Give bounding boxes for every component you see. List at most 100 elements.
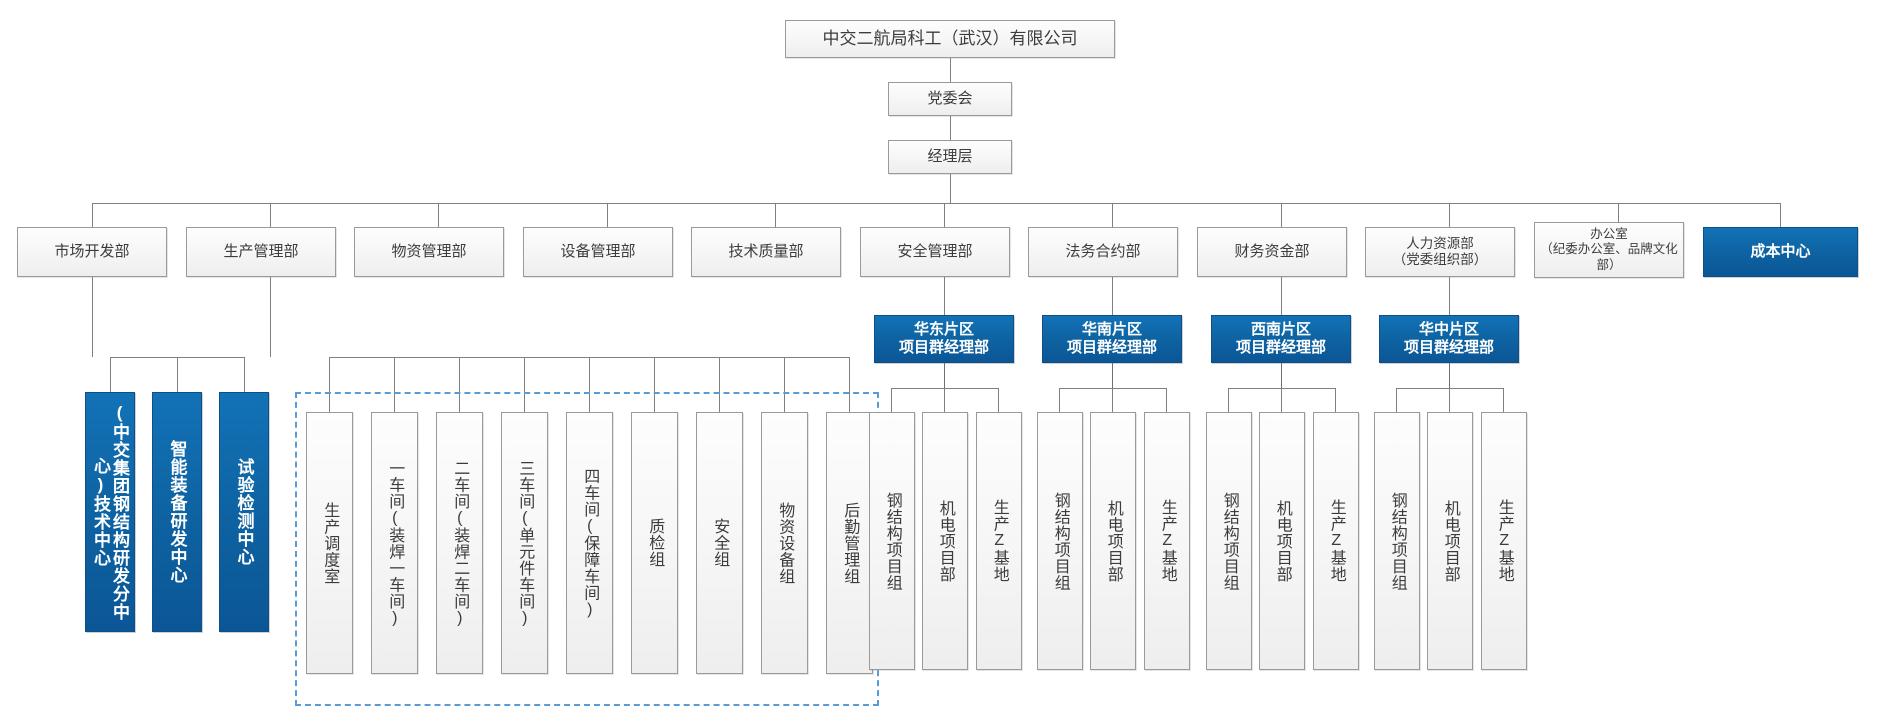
connector-finance-down-to-region3: [1281, 277, 1282, 315]
node-region2-production-z-base[interactable]: 生产Z基地: [1144, 412, 1190, 670]
node-management-layer[interactable]: 经理层: [888, 140, 1012, 174]
node-label: 智能装备研发中心: [167, 440, 187, 584]
node-region1-electromechanical-project-dept[interactable]: 机电项目部: [922, 412, 968, 670]
node-label: 生产Z基地: [990, 499, 1008, 583]
node-dept-materials-management[interactable]: 物资管理部: [354, 227, 504, 277]
dept-stub: [1112, 203, 1113, 227]
node-label: 一车间(装焊一车间): [386, 459, 404, 627]
dept-stub: [1449, 203, 1450, 227]
node-workshop-1[interactable]: 一车间(装焊一车间): [371, 412, 418, 674]
node-label: 安全组: [711, 518, 729, 568]
node-dept-market-development[interactable]: 市场开发部: [17, 227, 167, 277]
node-label: 钢结构项目组: [1388, 491, 1406, 591]
node-label: 经理层: [927, 147, 973, 165]
node-region1-steel-structure-project-team[interactable]: 钢结构项目组: [869, 412, 915, 670]
node-region4-steel-structure-project-team[interactable]: 钢结构项目组: [1374, 412, 1420, 670]
node-safety-team[interactable]: 安全组: [696, 412, 743, 674]
dept-stub: [438, 203, 439, 227]
node-tech-center-smart-equipment-rd[interactable]: 智能装备研发中心: [152, 392, 202, 632]
connector-hr-down-to-region4: [1449, 277, 1450, 315]
node-region3-steel-structure-project-team[interactable]: 钢结构项目组: [1206, 412, 1252, 670]
node-label: 生产Z基地: [1327, 499, 1345, 583]
node-region4-production-z-base[interactable]: 生产Z基地: [1481, 412, 1527, 670]
node-region1-production-z-base[interactable]: 生产Z基地: [976, 412, 1022, 670]
node-materials-equipment-team[interactable]: 物资设备组: [761, 412, 808, 674]
node-dept-finance-funds[interactable]: 财务资金部: [1197, 227, 1347, 277]
node-workshop-3[interactable]: 三车间(单元件车间): [501, 412, 548, 674]
region2-drop: [1112, 363, 1113, 388]
dept-stub: [944, 203, 945, 227]
node-label: 党委会: [927, 89, 973, 107]
region3-stub: [1228, 388, 1229, 412]
workshop-stub: [394, 357, 395, 412]
node-dept-human-resources[interactable]: 人力资源部 （党委组织部）: [1365, 227, 1515, 277]
connector-legal-down-to-region2: [1112, 277, 1113, 315]
node-region2-steel-structure-project-team[interactable]: 钢结构项目组: [1037, 412, 1083, 670]
node-quality-inspection-team[interactable]: 质检组: [631, 412, 678, 674]
node-party-committee[interactable]: 党委会: [888, 82, 1012, 116]
node-region3-electromechanical-project-dept[interactable]: 机电项目部: [1259, 412, 1305, 670]
node-dept-cost-center[interactable]: 成本中心: [1703, 227, 1858, 277]
region4-stub: [1396, 388, 1397, 412]
node-workshop-4[interactable]: 四车间(保障车间): [566, 412, 613, 674]
workshop-stub: [849, 357, 850, 412]
node-dept-production-management[interactable]: 生产管理部: [186, 227, 336, 277]
dept-stub: [775, 203, 776, 227]
node-label: 西南片区 项目群经理部: [1235, 320, 1326, 356]
region2-stub: [1166, 388, 1167, 412]
connector-market-down: [92, 277, 93, 357]
tech-center-stub: [244, 357, 245, 392]
node-dept-office[interactable]: 办公室 （纪委办公室、品牌文化部）: [1534, 222, 1684, 278]
node-logistics-management-team[interactable]: 后勤管理组: [826, 412, 873, 674]
connector-root-to-party: [950, 58, 951, 82]
node-dept-legal-contract[interactable]: 法务合约部: [1028, 227, 1178, 277]
node-dept-safety-management[interactable]: 安全管理部: [860, 227, 1010, 277]
node-region3-production-z-base[interactable]: 生产Z基地: [1313, 412, 1359, 670]
node-workshop-2[interactable]: 二车间(装焊二车间): [436, 412, 483, 674]
node-region-southwest-china[interactable]: 西南片区 项目群经理部: [1211, 315, 1351, 363]
tech-center-stub: [110, 357, 111, 392]
workshop-stub: [329, 357, 330, 412]
node-region-south-china[interactable]: 华南片区 项目群经理部: [1042, 315, 1182, 363]
region2-stub: [1059, 388, 1060, 412]
node-label: 钢结构项目组: [1220, 491, 1238, 591]
connector-production-down: [270, 277, 271, 357]
node-production-dispatch-room[interactable]: 生产调度室: [306, 412, 353, 674]
node-dept-equipment-management[interactable]: 设备管理部: [523, 227, 673, 277]
node-label: 生产调度室: [321, 501, 339, 585]
node-label: 华东片区 项目群经理部: [898, 320, 989, 356]
workshop-stub: [589, 357, 590, 412]
region1-drop: [944, 363, 945, 388]
workshop-stub: [784, 357, 785, 412]
node-region-east-china[interactable]: 华东片区 项目群经理部: [874, 315, 1014, 363]
node-label: 华中片区 项目群经理部: [1403, 320, 1494, 356]
node-region2-electromechanical-project-dept[interactable]: 机电项目部: [1090, 412, 1136, 670]
node-label: 生产Z基地: [1158, 499, 1176, 583]
connector-safety-down-to-region1: [944, 277, 945, 315]
node-label: 三车间(单元件车间): [516, 459, 534, 627]
node-tech-center-testing[interactable]: 试验检测中心: [219, 392, 269, 632]
node-region-central-china[interactable]: 华中片区 项目群经理部: [1379, 315, 1519, 363]
node-label: 财务资金部: [1234, 242, 1310, 260]
node-label: 物资管理部: [391, 242, 467, 260]
node-label: 机电项目部: [1441, 499, 1459, 583]
node-label: 成本中心: [1750, 242, 1811, 260]
node-dept-technical-quality[interactable]: 技术质量部: [691, 227, 841, 277]
region3-stub: [1281, 388, 1282, 412]
node-label: 机电项目部: [936, 499, 954, 583]
node-tech-center-steel-structure-rd[interactable]: (中交集团钢结构研发分中心)技术中心: [85, 392, 135, 632]
region3-drop: [1281, 363, 1282, 388]
node-region4-electromechanical-project-dept[interactable]: 机电项目部: [1427, 412, 1473, 670]
dept-stub: [1780, 203, 1781, 227]
region4-drop: [1449, 363, 1450, 388]
node-label: 法务合约部: [1065, 242, 1141, 260]
node-label: 机电项目部: [1273, 499, 1291, 583]
node-label: 人力资源部 （党委组织部）: [1392, 235, 1488, 267]
node-label: 技术质量部: [728, 242, 804, 260]
dept-stub: [270, 203, 271, 227]
connector-party-to-management: [950, 116, 951, 140]
node-root-company[interactable]: 中交二航局科工（武汉）有限公司: [785, 20, 1115, 58]
region4-stub: [1449, 388, 1450, 412]
node-label: 钢结构项目组: [883, 491, 901, 591]
